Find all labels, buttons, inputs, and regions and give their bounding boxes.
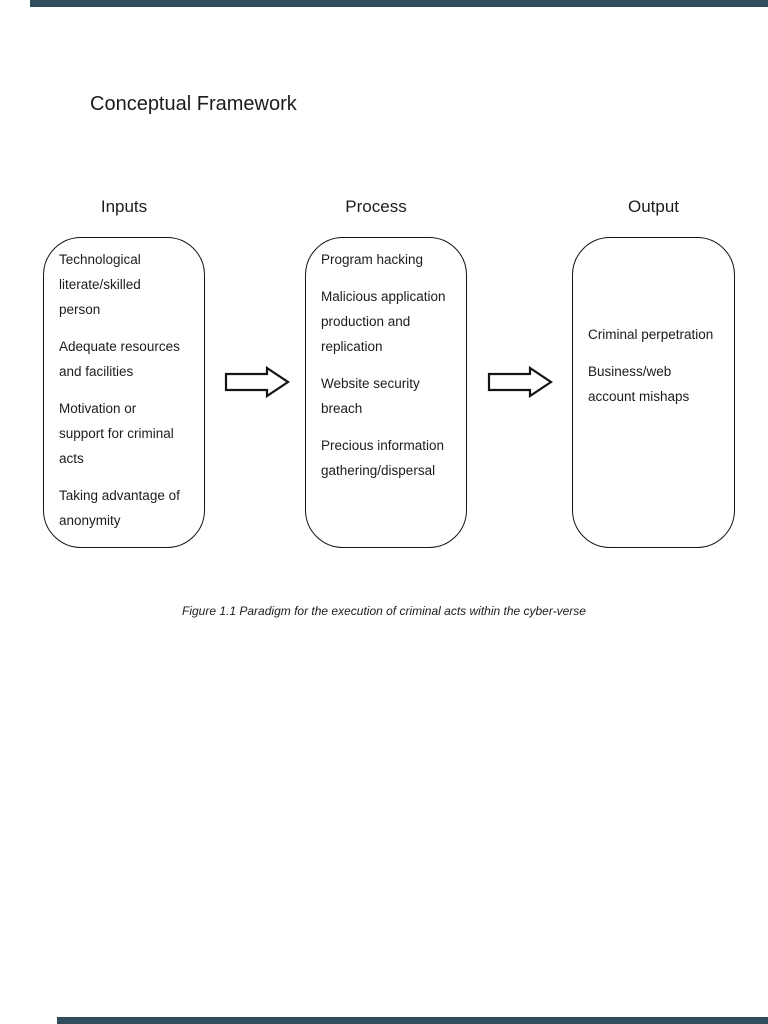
viewer-top-edge [30, 0, 768, 7]
viewer-bottom-edge [57, 1017, 768, 1024]
column-header-inputs: Inputs [100, 197, 148, 216]
column-header-output: Output [627, 197, 680, 216]
inputs-item: Motivation or support for criminal acts [59, 401, 174, 466]
process-item: Program hacking [321, 252, 424, 267]
process-item: Malicious application production and rep… [321, 289, 446, 354]
page-title: Conceptual Framework [90, 93, 297, 115]
inputs-item: Technological literate/skilled person [59, 252, 141, 317]
column-header-process: Process [345, 197, 407, 216]
process-item: Website security breach [321, 376, 420, 416]
figure-caption: Figure 1.1 Paradigm for the execution of… [182, 604, 586, 618]
flow-arrow-icon [487, 366, 553, 398]
process-box: Program hacking Malicious application pr… [305, 237, 467, 548]
process-item: Precious information gathering/dispersal [321, 438, 445, 478]
output-box: Criminal perpetration Business/web accou… [572, 237, 735, 548]
output-item: Criminal perpetration [588, 327, 714, 342]
inputs-item: Taking advantage of anonymity [59, 488, 180, 528]
output-item: Business/web account mishaps [588, 364, 690, 404]
inputs-box: Technological literate/skilled person Ad… [43, 237, 205, 548]
flow-arrow-icon [224, 366, 290, 398]
inputs-item: Adequate resources and facilities [59, 339, 180, 379]
